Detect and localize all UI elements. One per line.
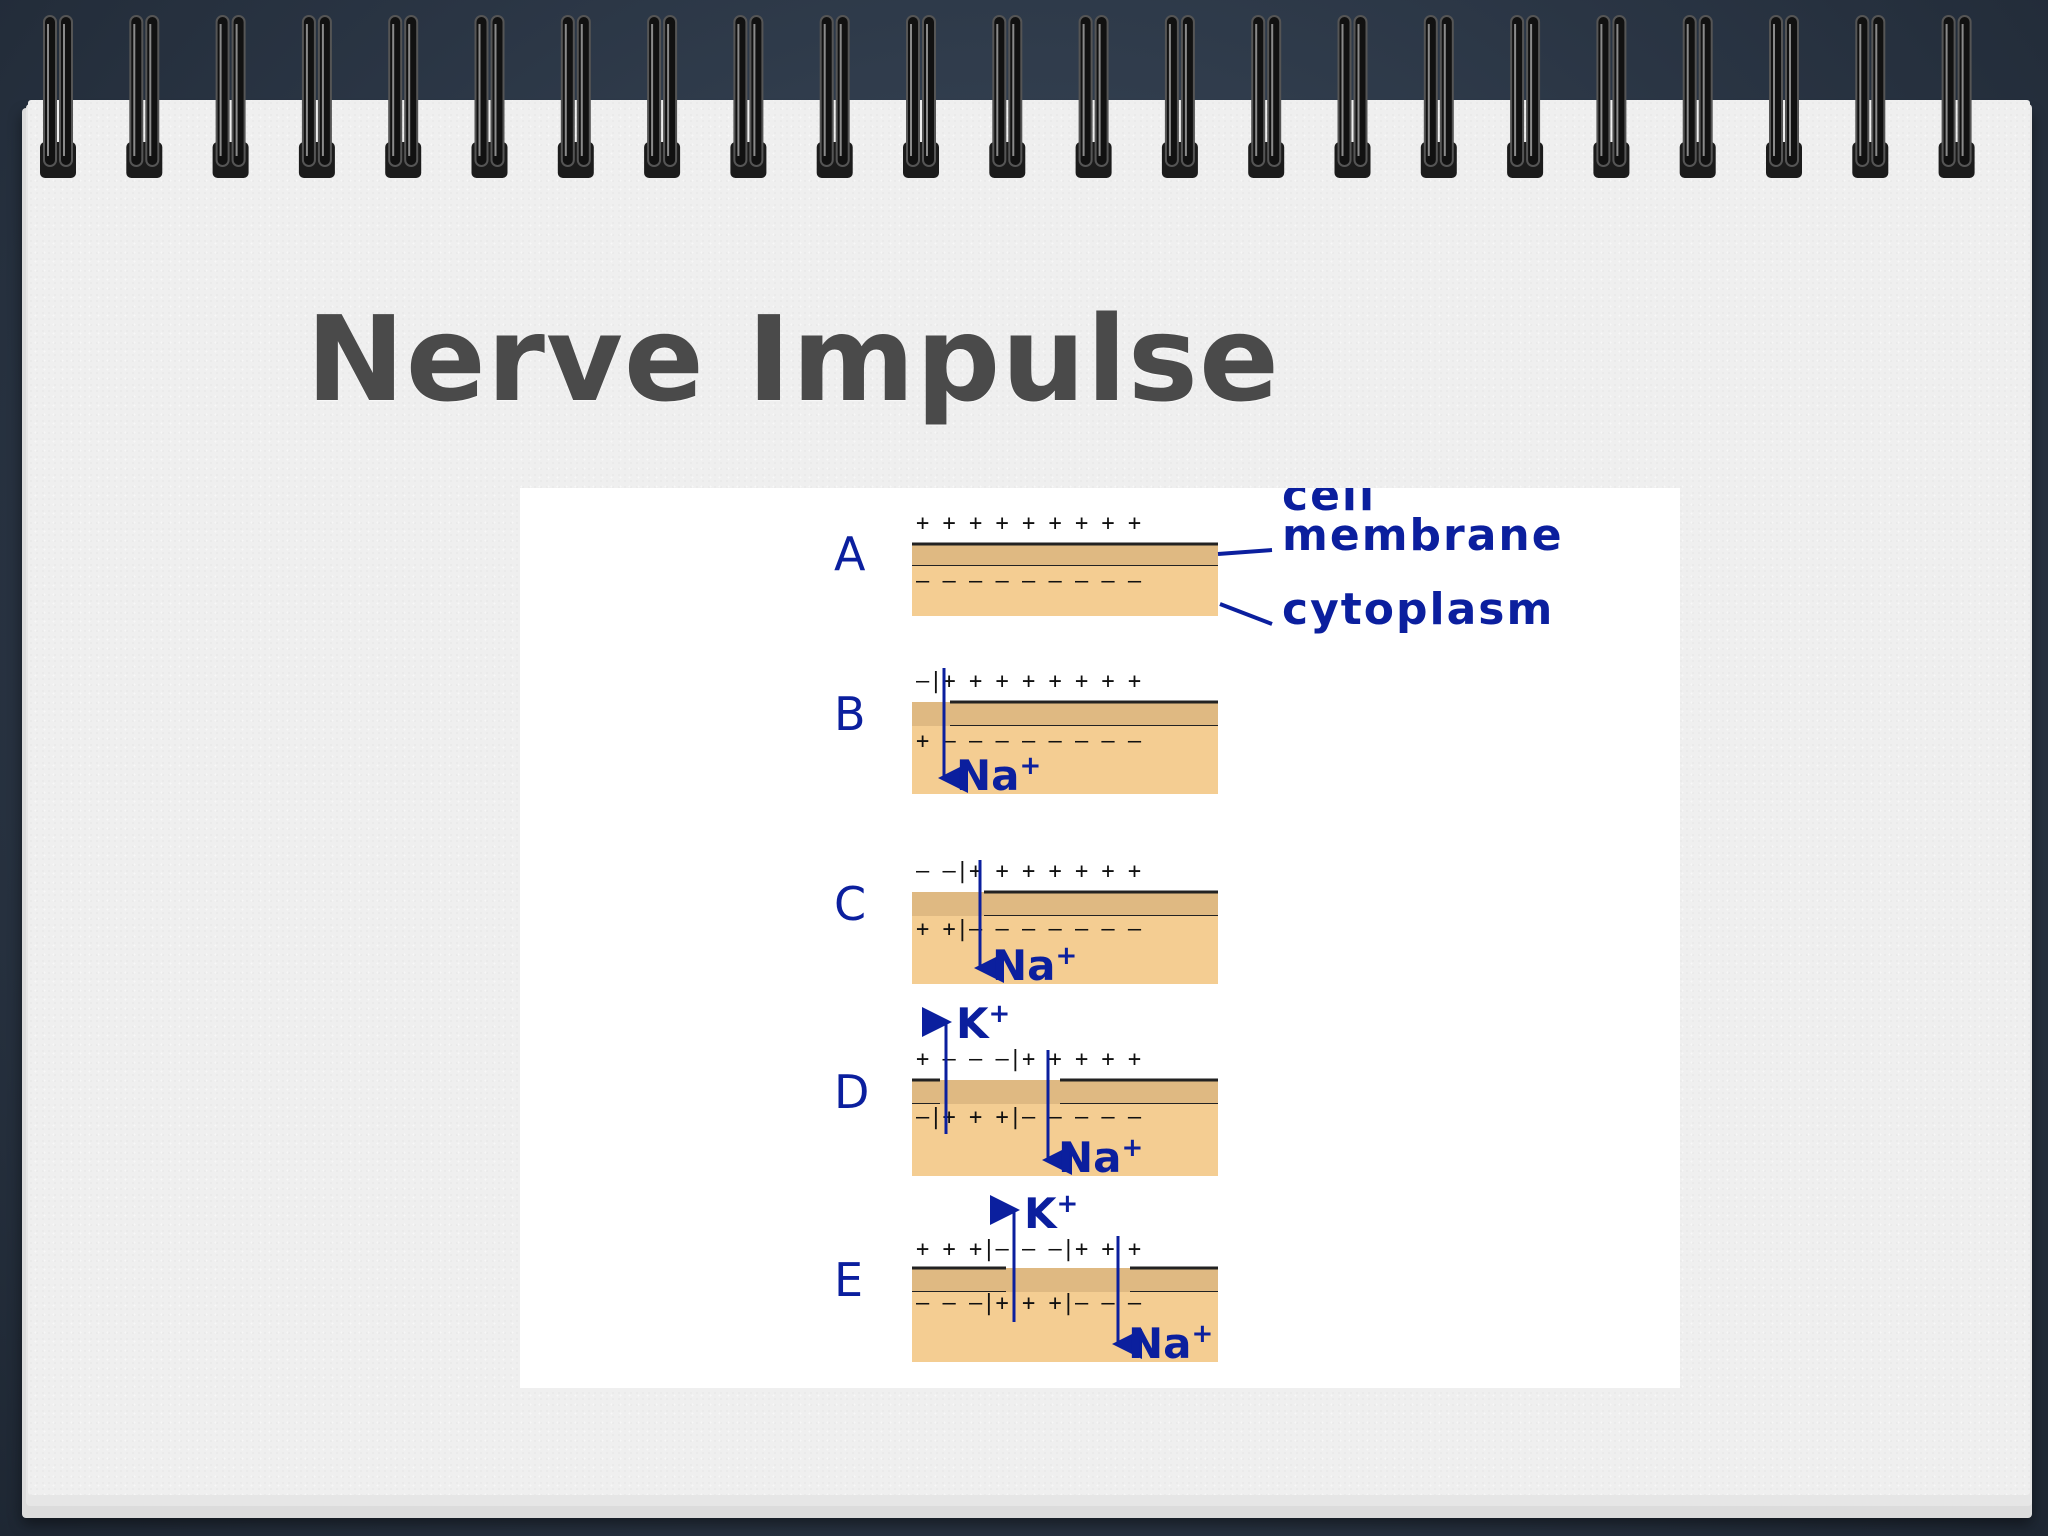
- binding-ring: [385, 15, 422, 178]
- stage-d-label: D: [834, 1065, 869, 1119]
- binding-ring: [1420, 15, 1457, 178]
- binding-ring: [126, 15, 163, 178]
- binding-ring: [644, 15, 681, 178]
- stage-d-inner-charges: –|+ + +|– – – – –: [916, 1105, 1142, 1130]
- binding-ring: [1507, 15, 1544, 178]
- binding-ring: [1679, 15, 1716, 178]
- spiral-binding: [40, 15, 1975, 178]
- slide-title: Nerve Impulse: [306, 290, 1281, 428]
- stage-e-potassium-label: K+: [1024, 1189, 1078, 1238]
- stage-e-membrane: [912, 1268, 1218, 1292]
- stage-e-cytoplasm: [912, 1292, 1218, 1362]
- binding-ring: [816, 15, 853, 178]
- binding-ring: [298, 15, 335, 178]
- stage-e-label: E: [834, 1253, 863, 1307]
- binding-ring: [1075, 15, 1112, 178]
- stage-d-sodium-label: Na+: [1058, 1133, 1143, 1182]
- stage-d: D + – – –|+ + + + + –|+ + +|– – – – – K+…: [834, 999, 1218, 1182]
- binding-ring: [557, 15, 594, 178]
- binding-ring: [212, 15, 249, 178]
- binding-ring: [40, 15, 76, 178]
- stage-b-membrane: [912, 702, 1218, 726]
- stage-c-sodium-label: Na+: [992, 941, 1077, 990]
- callout-cell: cell: [1282, 488, 1376, 521]
- binding-ring: [1938, 15, 1975, 178]
- nerve-impulse-diagram: A + + + + + + + + + – – – – – – – – – ce…: [520, 488, 1680, 1388]
- stage-e: E + + +|– – –|+ + + – – –|+ + +|– – – K+…: [834, 1189, 1218, 1368]
- stage-d-potassium-label: K+: [956, 999, 1010, 1048]
- stage-c-label: C: [834, 877, 866, 931]
- binding-ring: [730, 15, 767, 178]
- stage-e-inner-charges: – – –|+ + +|– – –: [916, 1291, 1142, 1316]
- stage-a-cytoplasm: [912, 566, 1218, 616]
- diagram-svg: A + + + + + + + + + – – – – – – – – – ce…: [834, 488, 1564, 1368]
- stage-e-outer-charges: + + +|– – –|+ + +: [916, 1237, 1141, 1262]
- stage-b: B –|+ + + + + + + + + – – – – – – – – Na…: [834, 668, 1218, 800]
- binding-ring: [1161, 15, 1198, 178]
- stage-c-membrane: [912, 892, 1218, 916]
- stage-a-membrane: [912, 544, 1218, 566]
- callout-cytoplasm: cytoplasm: [1282, 584, 1554, 635]
- binding-ring: [1248, 15, 1285, 178]
- stage-c: C – –|+ + + + + + + + +|– – – – – – – Na…: [834, 859, 1218, 990]
- binding-ring: [903, 15, 939, 178]
- notebook-page: [28, 100, 2030, 1495]
- binding-ring: [1593, 15, 1630, 178]
- stage-a-inner-charges: – – – – – – – – –: [916, 569, 1142, 594]
- binding-ring: [1852, 15, 1889, 178]
- stage-d-outer-charges: + – – –|+ + + + +: [916, 1047, 1141, 1072]
- stage-c-outer-charges: – –|+ + + + + + +: [916, 859, 1141, 884]
- stage-d-membrane: [912, 1080, 1218, 1104]
- stage-a: A + + + + + + + + + – – – – – – – – – ce…: [834, 488, 1564, 635]
- binding-ring: [1766, 15, 1802, 178]
- binding-ring: [471, 15, 508, 178]
- stage-e-sodium-label: Na+: [1128, 1319, 1213, 1368]
- binding-ring: [989, 15, 1026, 178]
- stage-c-inner-charges: + +|– – – – – – –: [916, 917, 1142, 942]
- cytoplasm-callout-line: [1219, 602, 1273, 626]
- callout-membrane: membrane: [1282, 510, 1564, 561]
- binding-ring: [1334, 15, 1371, 178]
- stage-b-label: B: [834, 687, 866, 741]
- stage-a-label: A: [834, 527, 866, 581]
- stage-b-sodium-label: Na+: [956, 751, 1041, 800]
- stage-a-outer-charges: + + + + + + + + +: [916, 511, 1141, 536]
- stage-c-cytoplasm: [912, 916, 1218, 984]
- membrane-callout-line: [1217, 548, 1273, 556]
- stage-b-inner-charges: + – – – – – – – –: [916, 729, 1142, 754]
- stage-b-outer-charges: –|+ + + + + + + +: [916, 669, 1141, 694]
